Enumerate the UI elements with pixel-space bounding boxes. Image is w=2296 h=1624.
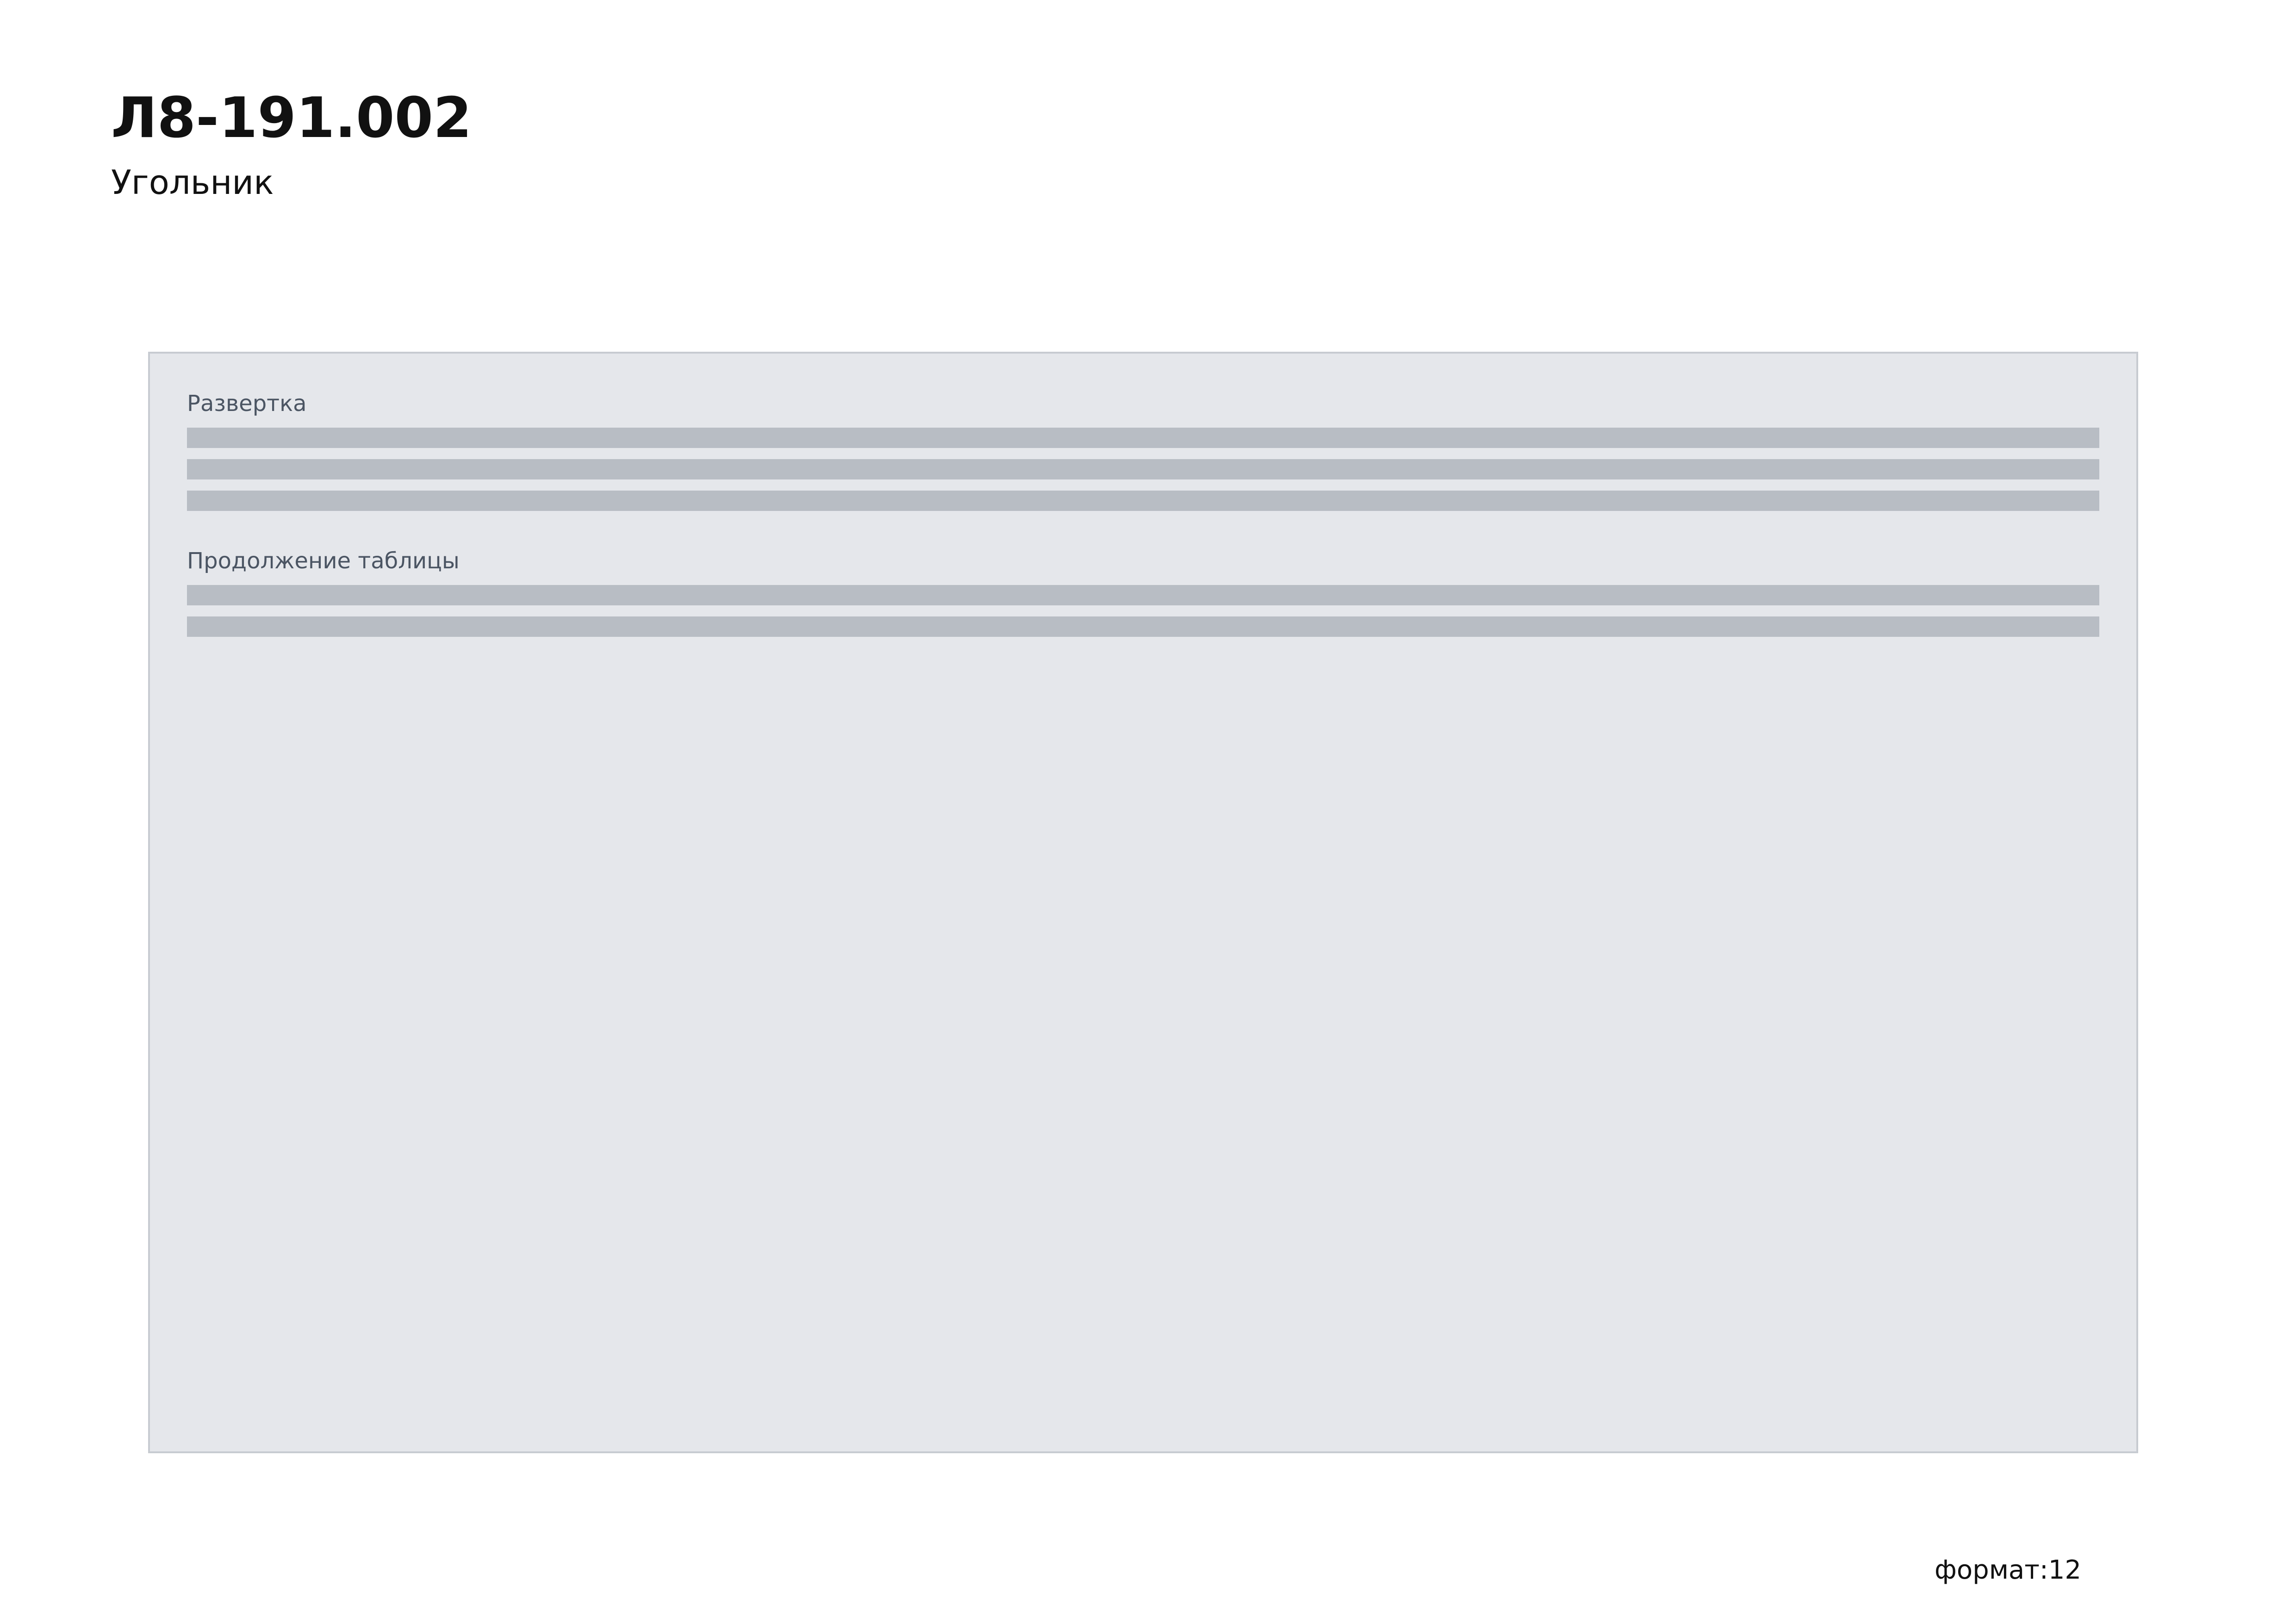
- content-block: [187, 459, 2099, 479]
- drawing-title: Л8-191.002: [111, 86, 472, 150]
- section-label: Развертка: [187, 391, 307, 417]
- table-block: [187, 616, 2099, 637]
- drawing-subtitle: Угольник: [111, 163, 274, 202]
- content-block: [187, 428, 2099, 448]
- format-label: формат:12: [1935, 1555, 2081, 1585]
- header-panel: Л8-191.002 Угольник: [111, 88, 2101, 282]
- table-label: Продолжение таблицы: [187, 548, 460, 574]
- content-block: [187, 491, 2099, 511]
- footer-panel: формат:12: [1935, 1555, 2235, 1597]
- main-content-placeholder: Развертка Продолжение таблицы: [148, 352, 2138, 1453]
- table-block: [187, 585, 2099, 605]
